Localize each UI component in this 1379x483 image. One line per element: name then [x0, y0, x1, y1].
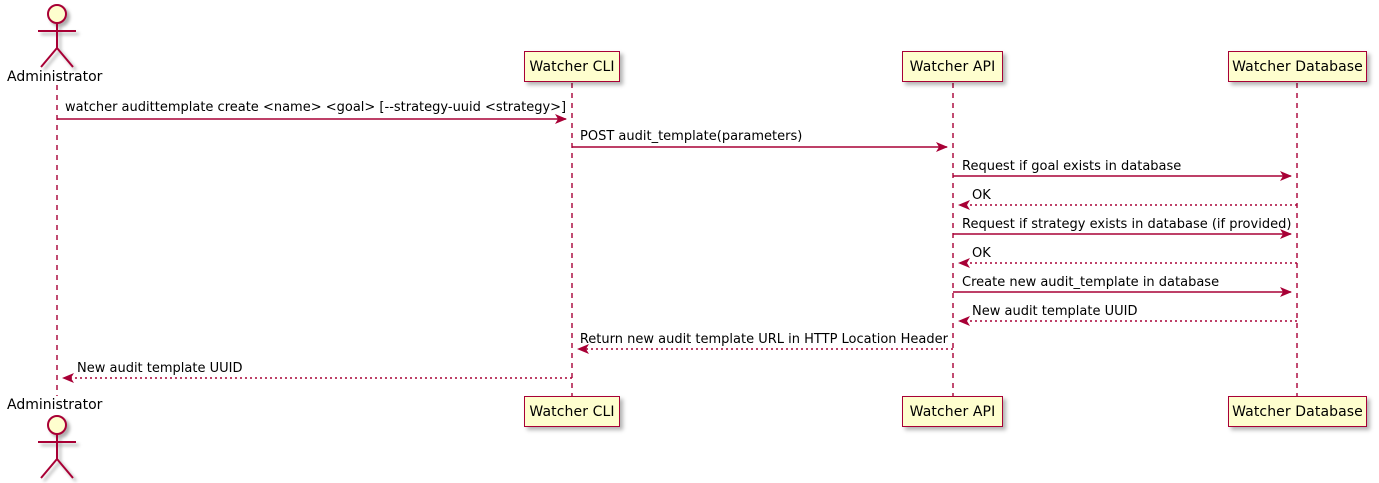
participant-name-watcher-api-top: Watcher API: [909, 58, 996, 75]
message-label-10: New audit template UUID: [77, 361, 243, 376]
message-label-3: Request if goal exists in database: [962, 159, 1182, 174]
actor-administrator-top: [38, 4, 76, 68]
message-label-8: New audit template UUID: [972, 304, 1138, 319]
message-label-9: Return new audit template URL in HTTP Lo…: [579, 332, 948, 347]
actor-label-administrator-top: Administrator: [7, 69, 103, 85]
participant-box-watcher-api-top[interactable]: Watcher API: [902, 51, 1003, 82]
participant-name-watcher-database-top: Watcher Database: [1232, 58, 1363, 75]
participant-box-watcher-database-top[interactable]: Watcher Database: [1228, 51, 1367, 82]
message-label-2: POST audit_template(parameters): [580, 129, 803, 144]
actor-label-administrator-bottom: Administrator: [7, 397, 103, 413]
message-label-1: watcher audittemplate create <name> <goa…: [65, 100, 567, 115]
participant-name-watcher-cli-bottom: Watcher CLI: [529, 403, 615, 420]
participant-box-watcher-api-bottom[interactable]: Watcher API: [902, 396, 1003, 427]
participant-box-watcher-cli-top[interactable]: Watcher CLI: [524, 51, 620, 82]
participant-name-watcher-cli-top: Watcher CLI: [529, 58, 615, 75]
participant-name-watcher-api-bottom: Watcher API: [909, 403, 996, 420]
participant-name-watcher-database-bottom: Watcher Database: [1232, 403, 1363, 420]
participant-box-watcher-cli-bottom[interactable]: Watcher CLI: [524, 396, 620, 427]
participant-box-watcher-database-bottom[interactable]: Watcher Database: [1228, 396, 1367, 427]
message-label-7: Create new audit_template in database: [962, 275, 1220, 290]
message-label-5: Request if strategy exists in database (…: [962, 217, 1292, 232]
actor-administrator-bottom: [38, 415, 76, 479]
message-label-6: OK: [972, 246, 991, 261]
message-label-4: OK: [972, 188, 991, 203]
